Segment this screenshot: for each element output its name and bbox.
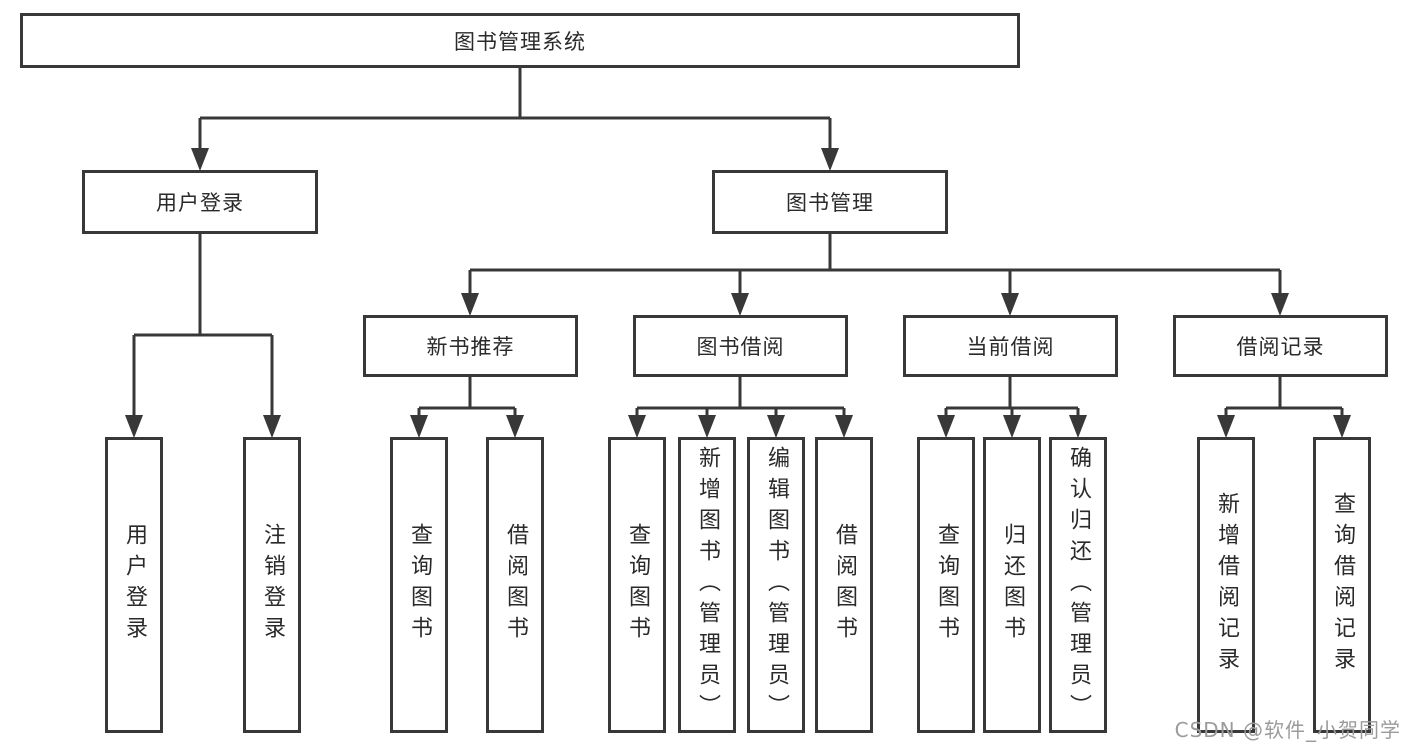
leaf-user-login: 用户登录 <box>105 437 163 733</box>
arrowhead-icon <box>506 415 524 438</box>
leaf-query-books-recommend: 查询图书 <box>390 437 448 733</box>
connector-records-to-leaves <box>1217 377 1351 438</box>
arrowhead-icon <box>628 415 646 438</box>
leaf-label: 归还图书 <box>1000 523 1025 647</box>
arrowhead-icon <box>1217 415 1235 438</box>
arrowhead-icon <box>410 415 428 438</box>
connector-recommend-to-leaves <box>410 377 524 438</box>
leaf-query-borrow-record: 查询借阅记录 <box>1313 437 1371 733</box>
node-borrow-records: 借阅记录 <box>1173 315 1388 377</box>
leaf-label: 查询图书 <box>625 523 650 647</box>
leaf-label: 编辑图书（管理员） <box>764 445 789 725</box>
arrowhead-icon <box>835 415 853 438</box>
arrowhead-icon <box>1001 293 1019 316</box>
leaf-label: 查询图书 <box>934 523 959 647</box>
arrowhead-icon <box>698 415 716 438</box>
arrowhead-icon <box>461 293 479 316</box>
node-current-borrow: 当前借阅 <box>903 315 1118 377</box>
connector-root-to-level2 <box>191 68 839 171</box>
leaf-add-book-admin: 新增图书（管理员） <box>678 437 736 733</box>
leaf-edit-book-admin: 编辑图书（管理员） <box>747 437 805 733</box>
arrowhead-icon <box>1069 415 1087 438</box>
node-user-login: 用户登录 <box>82 170 318 234</box>
leaf-label: 确认归还（管理员） <box>1066 445 1091 725</box>
arrowhead-icon <box>1333 415 1351 438</box>
arrowhead-icon <box>937 415 955 438</box>
arrowhead-icon <box>821 148 839 171</box>
arrowhead-icon <box>731 293 749 316</box>
leaf-label: 借阅图书 <box>832 523 857 647</box>
watermark: CSDN @软件_小贺同学 <box>1174 718 1401 742</box>
leaf-label: 新增借阅记录 <box>1214 492 1239 678</box>
leaf-query-books-borrow: 查询图书 <box>608 437 666 733</box>
leaf-label: 新增图书（管理员） <box>695 445 720 725</box>
leaf-label: 注销登录 <box>260 523 285 647</box>
leaf-return-book: 归还图书 <box>983 437 1041 733</box>
leaf-logout: 注销登录 <box>243 437 301 733</box>
arrowhead-icon <box>263 415 281 438</box>
leaf-label: 查询借阅记录 <box>1330 492 1355 678</box>
leaf-borrow-books: 借阅图书 <box>815 437 873 733</box>
connector-borrow-to-leaves <box>628 377 853 438</box>
connector-user-login-to-leaves <box>125 234 281 438</box>
arrowhead-icon <box>191 148 209 171</box>
leaf-label: 用户登录 <box>122 523 147 647</box>
node-library-system: 图书管理系统 <box>20 13 1020 68</box>
leaf-borrow-books-recommend: 借阅图书 <box>486 437 544 733</box>
leaf-label: 借阅图书 <box>503 523 528 647</box>
node-new-book-recommend: 新书推荐 <box>363 315 578 377</box>
leaf-query-books-current: 查询图书 <box>917 437 975 733</box>
arrowhead-icon <box>767 415 785 438</box>
arrowhead-icon <box>125 415 143 438</box>
leaf-add-borrow-record: 新增借阅记录 <box>1197 437 1255 733</box>
leaf-confirm-return-admin: 确认归还（管理员） <box>1049 437 1107 733</box>
node-book-management: 图书管理 <box>712 170 948 234</box>
arrowhead-icon <box>1271 293 1289 316</box>
node-book-borrow: 图书借阅 <box>633 315 848 377</box>
leaf-label: 查询图书 <box>407 523 432 647</box>
connector-current-to-leaves <box>937 377 1087 438</box>
arrowhead-icon <box>1003 415 1021 438</box>
connector-book-mgmt-to-level3 <box>461 234 1289 316</box>
